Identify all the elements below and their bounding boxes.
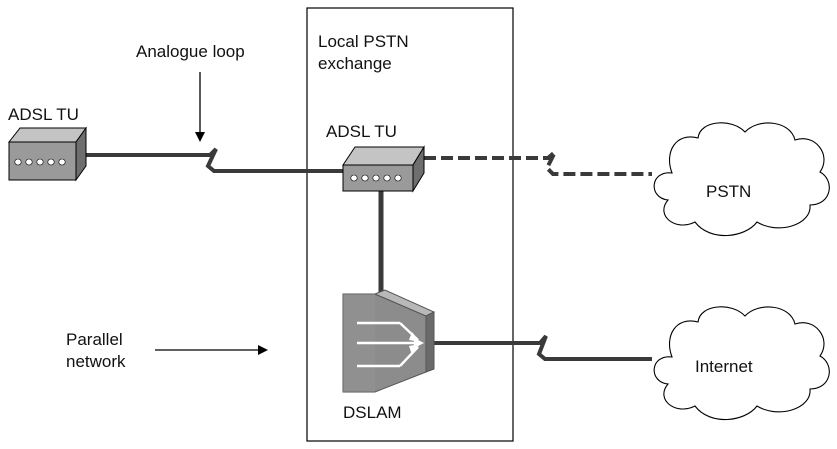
exchange-boundary (306, 7, 514, 442)
parallel-network-label-line2: network (66, 352, 126, 371)
modem-icon (342, 145, 425, 193)
exchange-title-line1: Local PSTN (318, 32, 409, 51)
dslam-label: DSLAM (343, 403, 402, 422)
internet-label: Internet (695, 357, 753, 376)
exchange-adsl-tu-label: ADSL TU (326, 122, 397, 141)
analogue-loop-line (86, 147, 344, 173)
pstn-dashed-link (424, 150, 652, 176)
analogue-loop-label: Analogue loop (136, 42, 245, 61)
cloud-icon (653, 306, 830, 421)
exchange-title-line2: exchange (318, 54, 392, 73)
dslam-icon (342, 289, 436, 393)
left-adsl-tu-label: ADSL TU (8, 105, 79, 124)
parallel-network-label-line1: Parallel (66, 330, 123, 349)
cloud-icon (653, 122, 830, 237)
pstn-label: PSTN (706, 182, 752, 201)
modem-icon (7, 126, 87, 182)
internet-link (432, 334, 652, 361)
